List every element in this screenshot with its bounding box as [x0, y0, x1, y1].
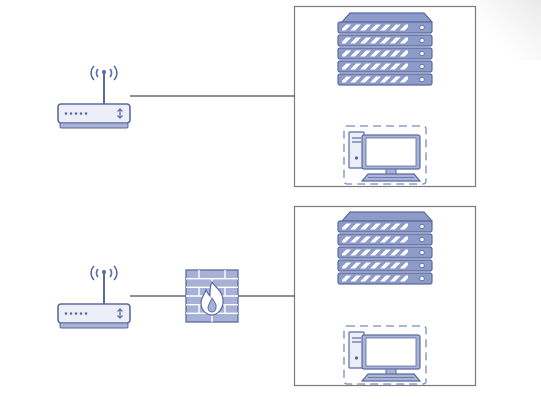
corner-shade: [471, 0, 541, 60]
bottom-site-group: [57, 205, 477, 387]
server-rack-icon[interactable]: [338, 212, 432, 284]
wireless-router-icon[interactable]: [57, 265, 131, 329]
firewall-icon[interactable]: [185, 269, 239, 323]
server-rack-icon[interactable]: [338, 13, 432, 85]
top-site-group: [57, 5, 477, 188]
wireless-router-icon[interactable]: [57, 65, 131, 129]
